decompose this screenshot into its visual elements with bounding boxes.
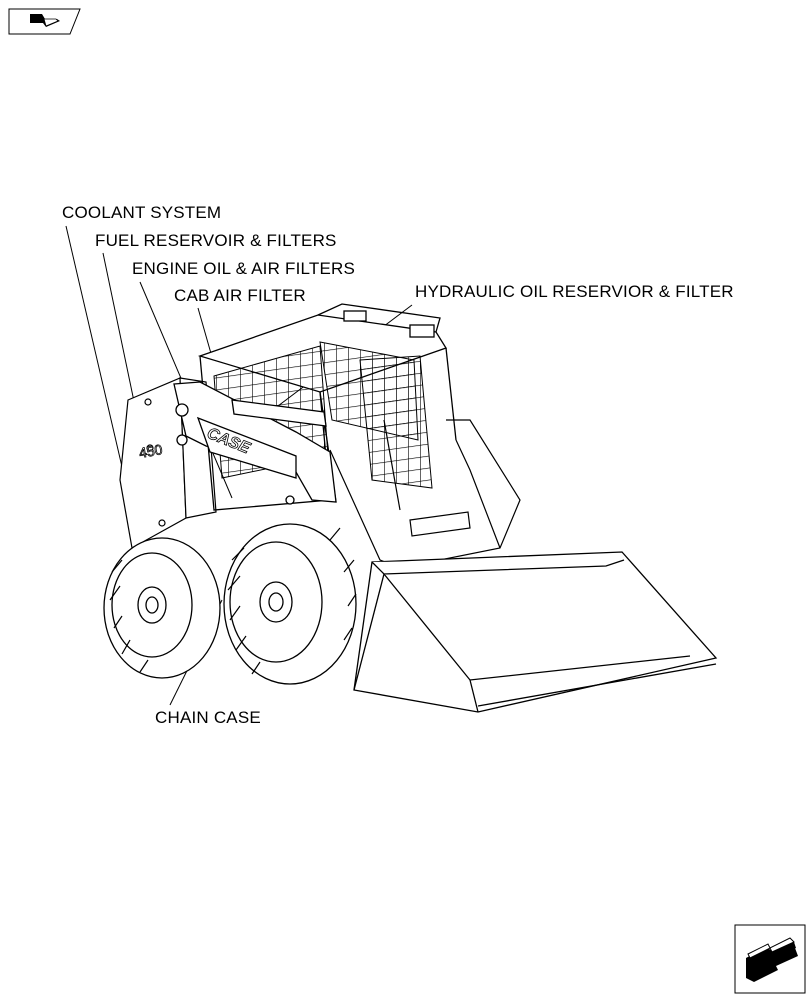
next-page-button[interactable]: [732, 920, 812, 1000]
right-frame: [329, 419, 521, 569]
prev-page-button[interactable]: [0, 0, 90, 40]
callout-engine-oil: ENGINE OIL & AIR FILTERS: [132, 259, 356, 278]
callout-fuel-reservoir: FUEL RESERVOIR & FILTERS: [95, 231, 337, 250]
back-arrow-icon: [8, 8, 81, 35]
lift-arm: CASE 450: [137, 381, 337, 505]
forward-arrow-icon: [734, 924, 806, 994]
leader-lines: [65, 225, 413, 706]
callout-cab-air-filter: CAB AIR FILTER: [174, 286, 306, 305]
rear-wheel: [103, 537, 221, 679]
model-decal: 450: [138, 441, 164, 461]
bucket: [353, 551, 718, 713]
front-wheel: [223, 523, 357, 685]
callout-chain-case: CHAIN CASE: [155, 708, 261, 727]
callout-coolant-system: COOLANT SYSTEM: [62, 203, 222, 222]
tire-treads: [109, 527, 357, 675]
callout-hydraulic-oil: HYDRAULIC OIL RESERVIOR & FILTER: [415, 282, 734, 301]
